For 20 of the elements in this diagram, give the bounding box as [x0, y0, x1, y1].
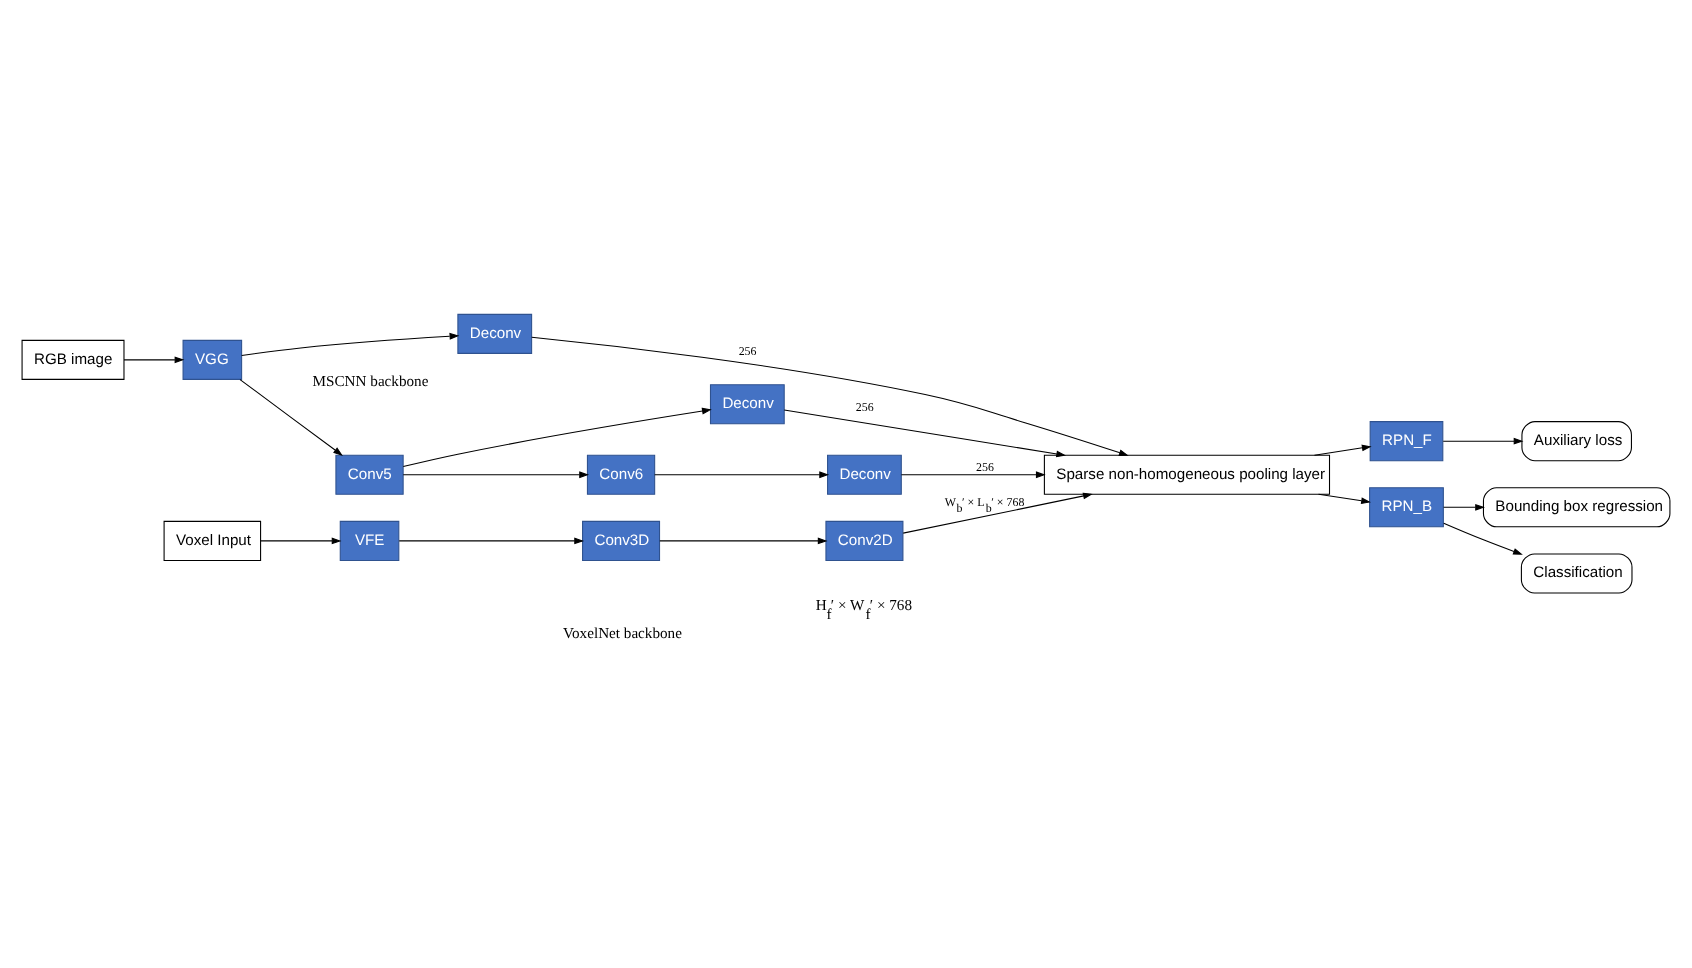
arrow	[123, 356, 185, 364]
arrow	[398, 537, 585, 545]
arrow	[239, 379, 343, 456]
label: MSCNN backbone	[312, 371, 429, 390]
arrow	[531, 336, 1129, 456]
label: VoxelNet backbone	[563, 624, 682, 643]
arrow	[1318, 493, 1371, 505]
arrow	[260, 537, 342, 545]
arrow	[402, 471, 589, 479]
arrow	[659, 537, 828, 545]
arrow	[1442, 437, 1524, 445]
arrow	[902, 492, 1093, 534]
arrow	[654, 471, 830, 479]
arrow	[241, 332, 460, 357]
arrow	[900, 471, 1046, 479]
arrow	[1443, 522, 1523, 555]
arrow	[783, 409, 1067, 458]
arrow	[402, 407, 712, 468]
arrow	[1313, 444, 1372, 456]
arrow	[1443, 503, 1485, 511]
